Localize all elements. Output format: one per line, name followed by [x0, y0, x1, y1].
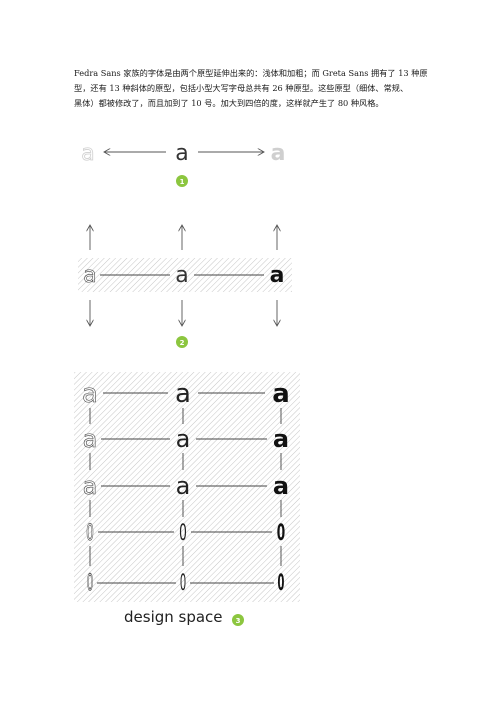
intro-line-2: 型，还有 13 种斜体的原型，包括小型大写字母总共有 26 种原型。这些原型（细…	[74, 83, 409, 93]
fig2-light-glyph: a	[83, 263, 96, 288]
fig3-r1-regular: a	[175, 379, 191, 409]
fig3-r4-bold: 0	[277, 521, 285, 546]
fig1-light-glyph: a	[81, 141, 94, 166]
fig1-badge	[176, 175, 188, 187]
figure-2: a a a 2	[78, 225, 292, 348]
fig3-r3-bold: a	[273, 472, 289, 500]
fig3-hatched-grid	[74, 372, 300, 602]
fig3-badge	[232, 614, 244, 626]
fig2-badge	[176, 336, 188, 348]
fig3-badge-label: 3	[236, 617, 241, 625]
fig3-r2-bold: a	[273, 425, 289, 453]
intro-paragraph: Fedra Sans 家族的字体是由两个原型延伸出来的：浅体和加粗；而 Gret…	[62, 66, 434, 111]
figure-1: a a a 1	[81, 141, 285, 187]
design-space-caption: design space	[124, 608, 223, 626]
fig2-badge-label: 2	[180, 339, 185, 347]
fig2-bold-glyph: a	[270, 263, 285, 288]
fig3-r4-light: 0	[86, 521, 94, 546]
intro-line-1: Fedra Sans 家族的字体是由两个原型延伸出来的：浅体和加粗；而 Gret…	[74, 68, 428, 78]
fig1-center-glyph: a	[175, 141, 188, 166]
fig2-center-glyph: a	[175, 263, 188, 288]
fig3-r2-regular: a	[176, 425, 191, 453]
figure-3: a a a a a a a a a 0 0	[74, 372, 300, 626]
fig3-r5-bold: 0	[278, 571, 285, 597]
fig1-bold-glyph: a	[271, 141, 286, 166]
fig1-badge-label: 1	[180, 178, 185, 186]
fig3-r3-regular: a	[176, 472, 191, 500]
fig3-r5-light: 0	[87, 571, 93, 597]
fig3-r4-regular: 0	[179, 521, 187, 546]
fig3-r1-bold: a	[272, 379, 290, 409]
fig3-r2-light: a	[83, 425, 98, 453]
fig3-r5-regular: 0	[180, 571, 186, 597]
fig3-r1-light: a	[82, 379, 98, 409]
fig3-r3-light: a	[83, 472, 98, 500]
intro-line-3: 黑体）都被修改了，而且加到了 10 号。加大到四倍的度，这样就产生了 80 种风…	[74, 98, 384, 108]
